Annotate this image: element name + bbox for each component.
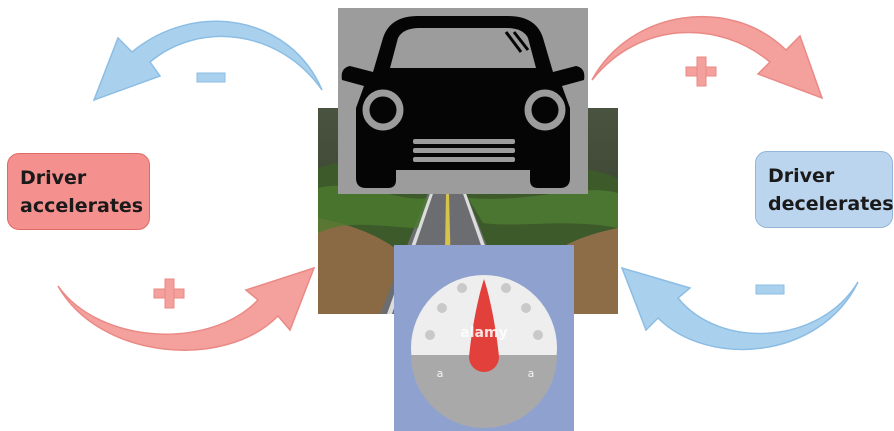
arrow-bottom-right	[622, 268, 858, 349]
speedometer-panel: alamy a a	[394, 245, 574, 431]
driver-decelerates-box: Driver decelerates	[755, 151, 893, 228]
sign-bottom-right-minus	[756, 285, 784, 294]
driver-decelerates-label: Driver decelerates	[768, 165, 894, 215]
driver-accelerates-label: Driver accelerates	[20, 167, 143, 217]
car-photo	[338, 8, 588, 194]
arrow-bottom-left	[58, 268, 314, 350]
sign-bottom-left-plus	[154, 279, 184, 308]
gauge-left-mark: a	[437, 367, 444, 380]
arrow-top-left	[94, 21, 322, 100]
arrow-top-right	[592, 17, 822, 98]
gauge-right-mark: a	[528, 367, 535, 380]
driver-accelerates-box: Driver accelerates	[7, 153, 150, 230]
sign-top-right-plus	[686, 57, 716, 86]
speedometer-icon: alamy a a	[394, 245, 574, 431]
gauge-watermark: alamy	[460, 325, 507, 341]
sign-top-left-minus	[197, 73, 225, 82]
